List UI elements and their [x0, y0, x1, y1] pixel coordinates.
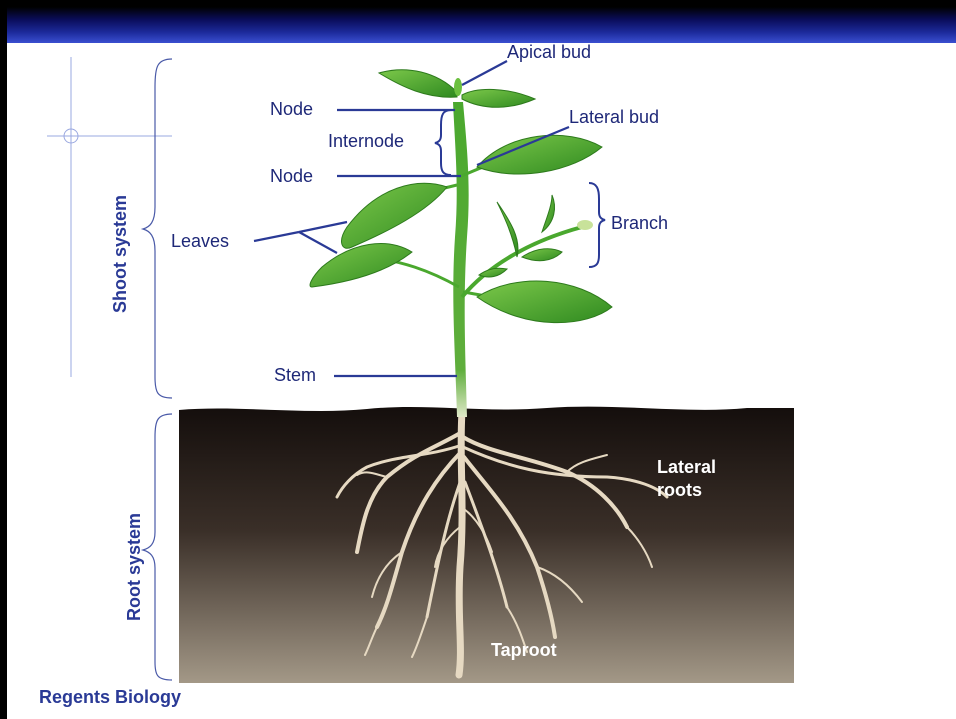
plant-diagram: Apical bud Node Internode Lateral bud No… [7, 7, 956, 719]
stem-illustration [453, 102, 469, 417]
internode-brace [435, 110, 451, 175]
leaves-label: Leaves [171, 231, 229, 251]
shoot-system-brace [143, 59, 172, 398]
node-label-lower: Node [270, 166, 313, 186]
lateral-roots-label-line2: roots [657, 480, 702, 500]
lateral-bud-label: Lateral bud [569, 107, 659, 127]
apical-bud-label: Apical bud [507, 42, 591, 62]
lateral-roots-label-line1: Lateral [657, 457, 716, 477]
internode-label: Internode [328, 131, 404, 151]
branch-label: Branch [611, 213, 668, 233]
root-system-label: Root system [124, 513, 144, 621]
stem-label: Stem [274, 365, 316, 385]
slide: Apical bud Node Internode Lateral bud No… [7, 7, 956, 719]
branch-bud-illustration [577, 220, 593, 230]
node-label-top: Node [270, 99, 313, 119]
footer-title: Regents Biology [39, 687, 181, 708]
root-system-brace [143, 414, 172, 680]
shoot-system-label: Shoot system [110, 195, 130, 313]
apical-bud-illustration [454, 78, 462, 96]
taproot-label: Taproot [491, 640, 557, 660]
